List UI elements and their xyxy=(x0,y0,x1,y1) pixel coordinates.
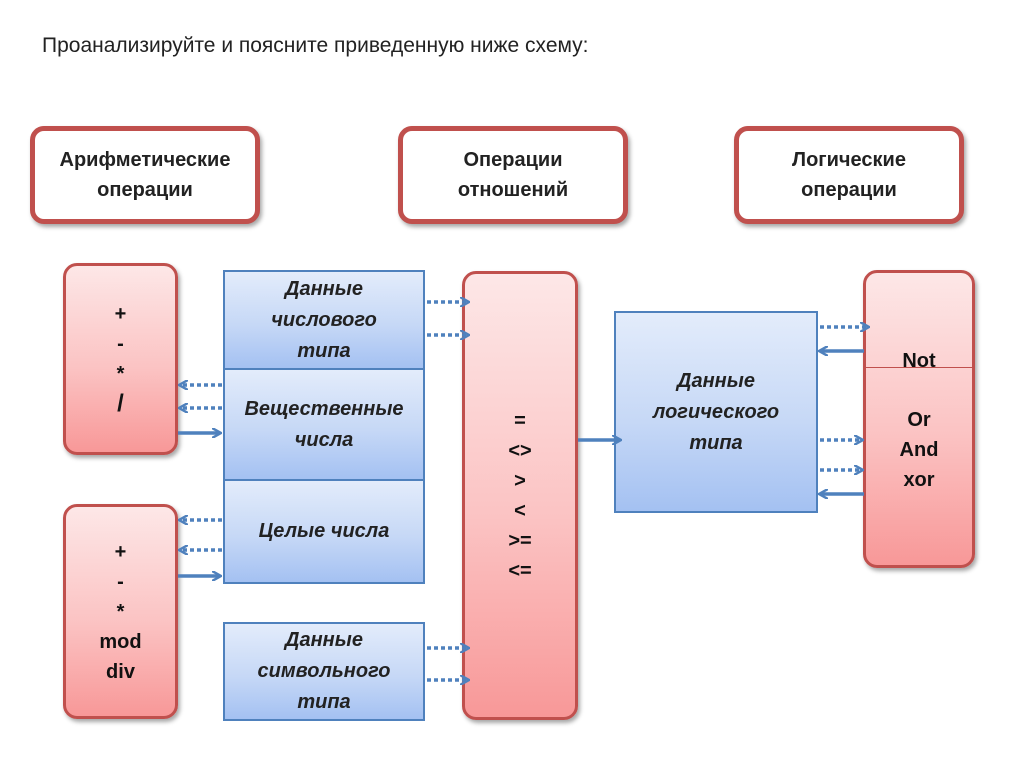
op-less-equal: <= xyxy=(508,560,532,582)
op-greater: > xyxy=(514,470,526,492)
arithmetic-real-ops-box: + - * / xyxy=(63,263,178,455)
op-multiply: * xyxy=(116,363,125,385)
op-multiply: * xyxy=(116,600,125,623)
header-arithmetic-operations: Арифметические операции xyxy=(30,126,260,224)
op-div: div xyxy=(106,660,135,683)
char-data-type-box: Данные символьного типа xyxy=(223,622,425,721)
numeric-data-type-box: Данные числового типа xyxy=(223,270,425,370)
op-xor: xor xyxy=(903,469,935,491)
op-divide: / xyxy=(117,390,124,417)
logical-data-type-box: Данные логического типа xyxy=(614,311,818,513)
op-plus: + xyxy=(114,540,127,563)
op-not-equal: <> xyxy=(508,440,532,462)
op-not: Not xyxy=(902,350,936,372)
op-minus: - xyxy=(117,333,124,355)
real-numbers-box: Вещественные числа xyxy=(223,368,425,481)
not-divider-line xyxy=(866,367,972,368)
op-and: And xyxy=(899,439,939,461)
op-equal: = xyxy=(514,410,526,432)
op-mod: mod xyxy=(99,630,142,653)
header-relational-operations: Операции отношений xyxy=(398,126,628,224)
header-logical-operations: Логические операции xyxy=(734,126,964,224)
integer-numbers-box: Целые числа xyxy=(223,479,425,584)
op-minus: - xyxy=(117,570,124,593)
logical-ops-box: Not Or And xor xyxy=(863,270,975,568)
arithmetic-integer-ops-box: + - * mod div xyxy=(63,504,178,719)
op-greater-equal: >= xyxy=(508,530,532,552)
instruction-text: Проанализируйте и поясните приведенную н… xyxy=(42,34,589,57)
op-plus: + xyxy=(114,303,127,325)
op-or: Or xyxy=(907,409,931,431)
op-less: < xyxy=(514,500,526,522)
relational-ops-box: = <> > < >= <= xyxy=(462,271,578,720)
